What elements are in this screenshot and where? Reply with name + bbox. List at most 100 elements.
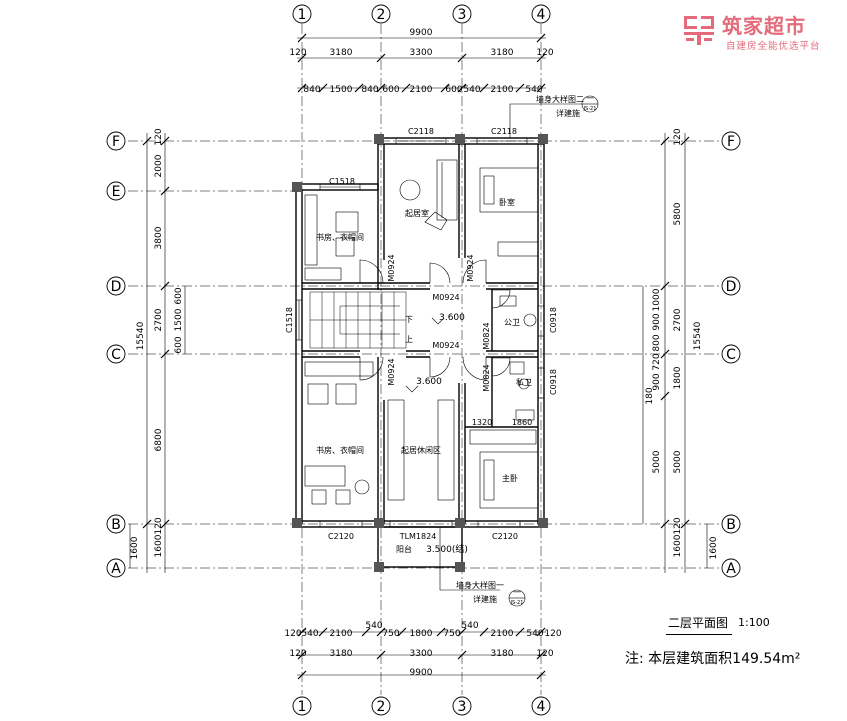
dim-top-near-5: 600	[445, 85, 462, 95]
level-stair: 3.600	[439, 313, 465, 323]
axis-label-2-top: 2	[377, 7, 386, 23]
dim-left-mid-6: 1600	[154, 534, 164, 557]
dim-left-mid-5: 120	[154, 517, 164, 534]
window-c2120-a: C2120	[328, 532, 354, 541]
axis-label-F-left: F	[112, 134, 120, 150]
window-c2120-b: C2120	[492, 532, 518, 541]
dim-bottom-near-1: 540	[301, 629, 318, 639]
room-lounge: 起居休闲区	[401, 445, 441, 455]
room-study-bottom: 书房、衣帽间	[316, 445, 364, 455]
room-public-wc: 公卫	[504, 318, 520, 327]
axis-label-C-left: C	[111, 347, 121, 363]
dim-right-bottom: 1600	[709, 536, 719, 559]
dim-left-mid-2: 3800	[154, 226, 164, 249]
dim-left-mid-0: 120	[154, 128, 164, 145]
dim-top-total: 9900	[410, 28, 433, 38]
dim-right-mid-6: 1600	[673, 534, 683, 557]
dim-bottom-near-7: 540	[461, 621, 478, 631]
axis-bubbles-bottom	[292, 696, 551, 716]
callout-top-num: 一	[586, 94, 594, 103]
dimension-lines	[129, 37, 708, 676]
window-c2118-b: C2118	[491, 127, 517, 136]
axis-label-1-top: 1	[298, 7, 307, 23]
dim-left-near-0: 600	[174, 287, 184, 304]
dim-top-near-8: 540	[525, 85, 542, 95]
callout-bottom-title: 墙身大样图一	[456, 580, 504, 590]
dim-right-mid-0: 120	[673, 128, 683, 145]
door-m0924-e: M0924	[387, 358, 396, 385]
callout-bottom-ref: 详建施	[473, 594, 497, 604]
dimension-ticks	[142, 33, 690, 680]
dim-top-mid-0: 120	[289, 48, 306, 58]
dim-bottom-total: 9900	[410, 668, 433, 678]
axis-label-B-right: B	[726, 517, 736, 533]
axis-label-D-left: D	[111, 279, 122, 295]
dim-top-mid-3: 3180	[491, 48, 514, 58]
columns	[292, 134, 548, 572]
dim-bottom-mid-2: 3300	[410, 649, 433, 659]
windows	[295, 137, 545, 528]
dim-top-mid-1: 3180	[330, 48, 353, 58]
axis-label-A-right: A	[726, 561, 736, 577]
callout-top-title: 墙身大样图二	[536, 94, 584, 104]
brand-slogan: 自建房全能优选平台	[726, 41, 821, 52]
axis-bubbles-right	[721, 131, 741, 578]
dim-top-near-7: 2100	[491, 85, 514, 95]
plan-title: 二层平面图	[668, 616, 729, 630]
dim-right-near-5: 180	[645, 387, 655, 404]
level-hall: 3.600	[416, 377, 442, 387]
door-tlm1824: TLM1824	[399, 532, 437, 541]
axis-label-4-bottom: 4	[537, 699, 546, 715]
title-underline	[666, 634, 732, 635]
brand-name: 筑家超市	[722, 14, 806, 38]
plan-notes: 二层平面图 1:100 注: 本层建筑面积149.54m²	[625, 612, 840, 672]
axis-label-1-bottom: 1	[298, 699, 307, 715]
axis-label-D-right: D	[726, 279, 737, 295]
room-living: 起居室	[405, 208, 429, 218]
axis-label-C-right: C	[726, 347, 736, 363]
axis-label-A-left: A	[111, 561, 121, 577]
dim-right-near-1: 900	[652, 313, 662, 330]
plan-scale: 1:100	[738, 616, 770, 629]
door-m0924-b: M0924	[466, 254, 475, 281]
detail-callouts	[439, 95, 599, 607]
dim-top-near-1: 1500	[330, 85, 353, 95]
dim-bottom-near-10: 120	[544, 629, 561, 639]
dim-right-mid-1: 5800	[673, 202, 683, 225]
callout-bottom-sheet: JS-21	[510, 600, 524, 606]
room-balcony: 阳台	[396, 544, 412, 554]
dim-1320: 1320	[472, 418, 492, 427]
dim-1860: 1860	[512, 418, 532, 427]
stair-down-label: 下	[405, 315, 413, 324]
room-private-wc: 私卫	[516, 378, 532, 387]
furniture	[304, 159, 539, 509]
dim-top-mid-2: 3300	[410, 48, 433, 58]
room-master: 主卧	[502, 473, 518, 483]
window-c1518-top: C1518	[329, 177, 355, 186]
dim-bottom-near-0: 120	[284, 629, 301, 639]
callout-bottom-num: 一	[513, 588, 521, 597]
dim-bottom-near-4: 750	[382, 629, 399, 639]
dim-left-near-2: 600	[174, 336, 184, 353]
dim-top-near-3: 600	[382, 85, 399, 95]
level-balcony: 3.500(结)	[426, 543, 468, 555]
dim-top-near-6: 540	[463, 85, 480, 95]
callout-top-sheet: JS-21	[583, 106, 597, 112]
axis-bubbles-left	[106, 131, 126, 578]
window-c0918-a: C0918	[549, 307, 558, 333]
dim-left-near-1: 1500	[174, 308, 184, 331]
dim-right-near-6: 5000	[652, 450, 662, 473]
stair-up-label: 上	[405, 335, 413, 344]
door-m0924-c: M0924	[432, 293, 459, 302]
dim-bottom-near-3: 540	[365, 621, 382, 631]
dim-bottom-near-2: 2100	[330, 629, 353, 639]
stairs	[309, 291, 407, 349]
area-note: 注: 本层建筑面积149.54m²	[625, 651, 801, 667]
axis-label-3-top: 3	[458, 7, 467, 23]
dim-bottom-mid-4: 120	[536, 649, 553, 659]
door-m0924-d: M0924	[432, 341, 459, 350]
doors	[359, 259, 511, 381]
axis-label-2-bottom: 2	[377, 699, 386, 715]
dim-left-mid-1: 2000	[154, 154, 164, 177]
